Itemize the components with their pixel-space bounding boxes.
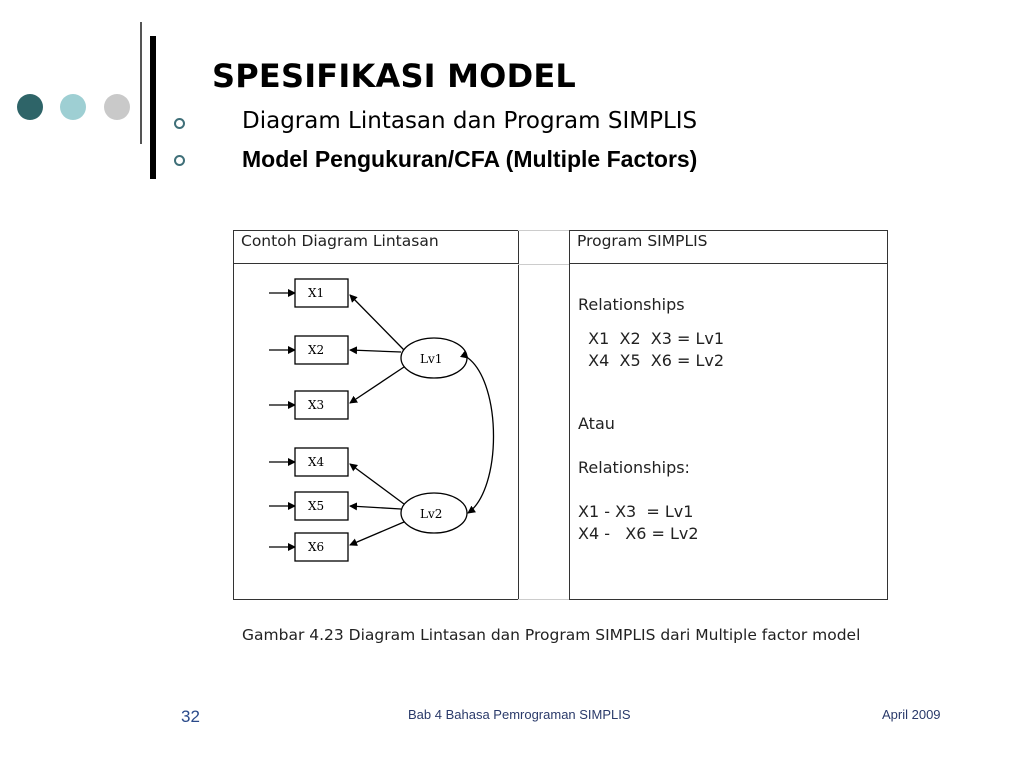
path-diagram-header: Contoh Diagram Lintasan <box>234 231 518 264</box>
bullet-ring-icon <box>174 118 185 129</box>
indicator-box-x2 <box>294 335 349 365</box>
program-line-range-lv2: X4 - X6 = Lv2 <box>578 524 699 543</box>
latent-covariance-curve <box>460 350 495 514</box>
loading-lv2-x4 <box>349 463 405 505</box>
path-diagram: X1 X2 X3 X4 X5 X6 Lv1 Lv2 <box>269 278 495 562</box>
slide-title: SPESIFIKASI MODEL <box>212 57 576 95</box>
program-line-range-lv1: X1 - X3 = Lv1 <box>578 502 694 521</box>
indicator-box-x3 <box>294 390 349 420</box>
indicator-box-x4 <box>294 447 349 477</box>
indicator-label-x5: X5 <box>308 499 324 513</box>
loading-lv2-x5 <box>349 502 402 511</box>
latent-label-lv2: Lv2 <box>420 507 442 521</box>
page-number: 32 <box>181 707 200 726</box>
simplis-program-header: Program SIMPLIS <box>570 231 887 264</box>
path-diagram-panel: Contoh Diagram Lintasan X1 X2 X3 X4 X5 X… <box>233 230 519 600</box>
footer-date: April 2009 <box>882 707 941 722</box>
indicator-label-x1: X1 <box>308 286 324 300</box>
figure-caption: Gambar 4.23 Diagram Lintasan dan Program… <box>242 626 861 644</box>
bullet-text: Model Pengukuran/CFA (Multiple Factors) <box>242 146 698 172</box>
indicator-label-x4: X4 <box>308 455 325 469</box>
bullet-ring-icon <box>174 155 185 166</box>
decorative-dot-dark <box>17 94 43 120</box>
loading-lv1-x2 <box>349 346 402 355</box>
loading-lv1-x1 <box>349 294 405 351</box>
figure-gap-column <box>518 230 570 600</box>
decorative-dot-gray <box>104 94 130 120</box>
program-line-relationships: Relationships <box>578 295 685 314</box>
indicator-box-x1 <box>294 278 349 308</box>
program-line-lv1: X1 X2 X3 = Lv1 <box>578 329 725 348</box>
indicator-box-x6 <box>294 532 349 562</box>
decorative-dot-teal <box>60 94 86 120</box>
figure-gap-divider <box>518 264 570 265</box>
program-line-lv2: X4 X5 X6 = Lv2 <box>578 351 725 370</box>
loading-lv2-x6 <box>349 521 405 546</box>
program-line-atau: Atau <box>578 414 615 433</box>
latent-label-lv1: Lv1 <box>420 352 442 366</box>
simplis-program-panel: Program SIMPLIS Relationships X1 X2 X3 =… <box>569 230 888 600</box>
footer-title: Bab 4 Bahasa Pemrograman SIMPLIS <box>408 707 631 722</box>
accent-bar-thick <box>150 36 156 179</box>
indicator-label-x6: X6 <box>308 540 324 554</box>
indicator-label-x2: X2 <box>308 343 324 357</box>
indicator-label-x3: X3 <box>308 398 324 412</box>
bullet-text: Diagram Lintasan dan Program SIMPLIS <box>242 108 698 134</box>
indicator-box-x5 <box>294 491 349 521</box>
accent-bar-thin <box>140 22 142 144</box>
loading-lv1-x3 <box>349 366 405 404</box>
program-line-relationships-2: Relationships: <box>578 458 690 477</box>
